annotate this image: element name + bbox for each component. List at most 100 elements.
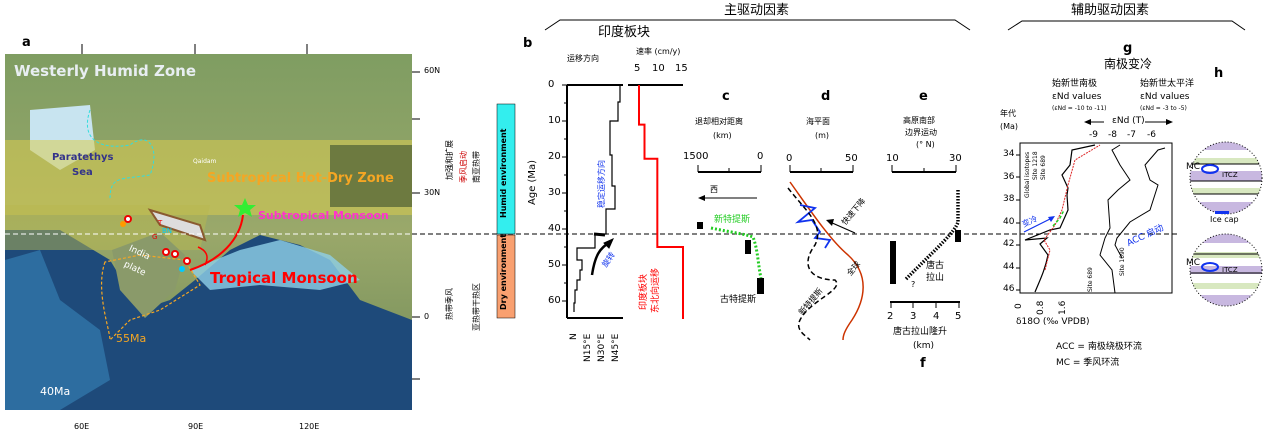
rate-tick-10: 10 <box>652 63 665 74</box>
right-nd-3: (εNd = -3 to -5) <box>1140 105 1187 112</box>
global-sea-level <box>789 181 864 341</box>
end-axis-label: εNd (T) <box>1112 116 1145 126</box>
panel-b-axes <box>566 84 684 319</box>
subtropical-monsoon-label: Subtropical Monsoon <box>258 209 389 222</box>
panel-c-tick-0: 0 <box>757 151 764 162</box>
panel-c-tick-1500: 1500 <box>683 151 709 162</box>
tethys-label-c: 古特提斯 <box>720 295 757 305</box>
panel-e-title-2: 边界运动 <box>905 128 937 137</box>
direction-label: 运移方向 <box>567 54 599 63</box>
panel-a-label: a <box>22 35 31 50</box>
panel-d <box>787 165 864 341</box>
end-tick-8: -8 <box>1108 130 1117 140</box>
age-tick: 40 <box>548 223 561 234</box>
panel-b-title: 印度板块 <box>598 25 651 40</box>
legend-global: Global isotopes <box>1024 151 1031 198</box>
speed-line <box>638 85 684 319</box>
age-axis-label: Age (Ma) <box>527 159 538 205</box>
legend-site1218: Site 1218 <box>1032 151 1039 180</box>
panel-e-tick-10: 10 <box>886 153 899 164</box>
west-label: 西 <box>710 185 718 194</box>
itcz-label-1: ITCZ <box>1222 171 1238 179</box>
site-1090-label: Site 1090 <box>1119 247 1126 276</box>
left-nd-2: εNd values <box>1052 92 1102 102</box>
india-55ma-outline <box>101 254 201 342</box>
right-nd-1: 始新世太平洋 <box>1140 79 1195 89</box>
westerly-zone-label: Westerly Humid Zone <box>14 62 196 80</box>
main-drivers-brace <box>544 19 971 31</box>
monsoon-arrow <box>189 214 244 271</box>
main-drivers-header: 主驱动因素 <box>724 3 790 18</box>
right-nd-2: εNd values <box>1140 92 1190 102</box>
panel-e-tick-30: 30 <box>949 153 962 164</box>
legend-site689: Site 689 <box>1040 155 1047 180</box>
panel-h-label: h <box>1214 66 1224 81</box>
end-tick-7: -7 <box>1127 130 1136 140</box>
panel-g-title: 南极变冷 <box>1104 57 1153 71</box>
left-nd-1: 始新世南极 <box>1052 79 1098 89</box>
stable-direction-text: 稳定运移方向 <box>597 160 606 208</box>
55ma-label: 55Ma <box>116 332 147 345</box>
dir-tick-n: N <box>569 333 579 340</box>
panel-f-label: f <box>920 356 926 371</box>
lat-60n: 60N <box>424 66 441 75</box>
panel-f-axis-2: (km) <box>913 341 935 351</box>
humid-environment-label: Humid environment <box>499 128 508 218</box>
lat-30n: 30N <box>424 188 441 197</box>
g-age-tick: 38 <box>1003 194 1015 204</box>
panel-e-title-3: (° N) <box>916 140 935 149</box>
mc-label-1: MC <box>1186 162 1201 172</box>
rate-label: 速率 (cm/y) <box>636 47 681 56</box>
age-label-g-1: 年代 <box>1000 109 1016 118</box>
star-marker <box>234 198 256 217</box>
panel-e-label: e <box>919 89 928 104</box>
t-label: T <box>158 219 163 227</box>
age-label-g-2: (Ma) <box>1000 122 1019 131</box>
panel-c-title-1: 退却相对距离 <box>695 117 743 126</box>
age-tick: 20 <box>548 151 561 162</box>
panel-f-tick-5: 5 <box>955 311 962 322</box>
age-tick: 10 <box>548 115 561 126</box>
panel-d-tick-0: 0 <box>786 153 793 164</box>
global-isotopes-curve <box>1024 144 1096 293</box>
end-tick-6: -6 <box>1147 130 1156 140</box>
map <box>5 44 420 410</box>
left-nd-3: (εNd = -10 to -11) <box>1052 105 1107 112</box>
g-label: G <box>152 233 158 241</box>
tropical-monsoon-side-label: 热带季风 <box>445 288 454 320</box>
panel-f-tick-4: 4 <box>933 311 940 322</box>
panel-c-title-2: (km) <box>713 131 732 140</box>
auxiliary-drivers-brace <box>1007 20 1246 31</box>
o18-tick-0: 0 <box>1014 303 1024 309</box>
humid-bar <box>496 103 516 235</box>
panel-d-label: d <box>821 89 831 104</box>
question-mark: ? <box>911 280 916 289</box>
tethys-sea-level <box>787 187 838 341</box>
note-mc: MC = 季风环流 <box>1056 358 1120 368</box>
neo-tethys-label-c: 新特提斯 <box>714 215 751 225</box>
lon-120e: 120E <box>299 422 320 431</box>
g-age-tick: 40 <box>1003 216 1015 227</box>
age-tick: 0 <box>548 79 555 90</box>
bn-label: BN <box>162 227 173 235</box>
age-tick: 50 <box>548 259 561 270</box>
monsoon-onset-label: 季风启动 <box>459 151 468 183</box>
panel-e-title-1: 高原南部 <box>903 116 935 125</box>
age-tick: 30 <box>548 187 561 198</box>
hot-dry-zone-label: Subtropical Hot-Dry Zone <box>207 171 394 186</box>
rate-tick-15: 15 <box>675 63 688 74</box>
panel-c <box>697 165 764 294</box>
auxiliary-drivers-header: 辅助驱动因素 <box>1071 3 1150 18</box>
neo-tethys-sea-level <box>794 204 832 249</box>
g-age-tick: 34 <box>1003 149 1015 159</box>
red-text-2: 东北向运移 <box>651 267 661 313</box>
rate-tick-5: 5 <box>634 63 641 74</box>
panel-e <box>890 165 961 308</box>
panel-g-label: g <box>1123 41 1133 56</box>
g-age-tick: 42 <box>1003 239 1015 249</box>
note-acc: ACC = 南极绕极环流 <box>1056 342 1142 352</box>
g-age-tick: 44 <box>1003 261 1015 272</box>
panel-b-label: b <box>523 36 533 51</box>
